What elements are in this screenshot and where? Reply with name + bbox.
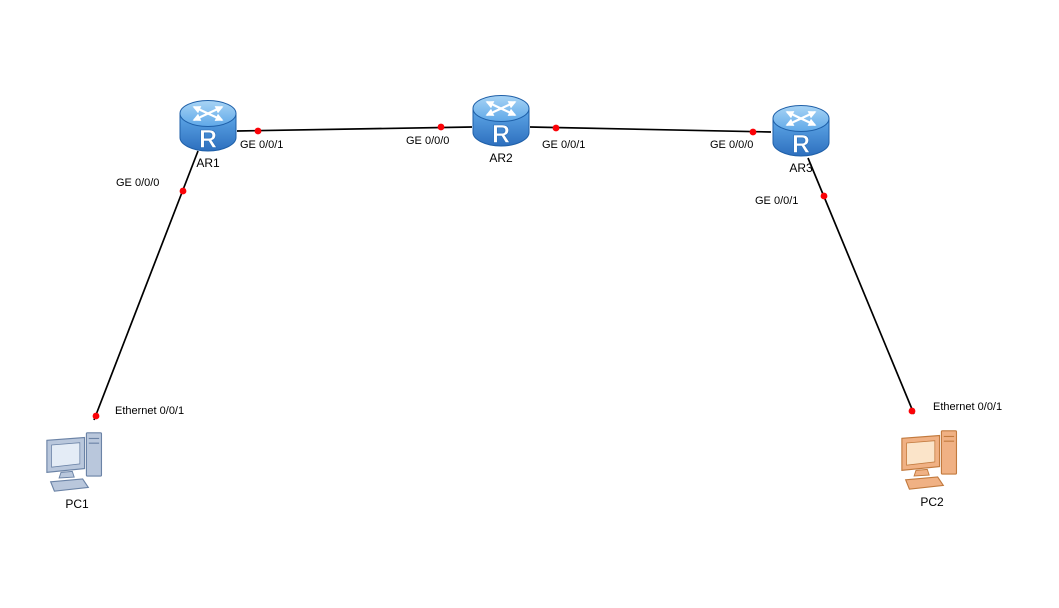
device-label-pc1: PC1 [65, 497, 89, 511]
link-endpoint-dot [179, 187, 187, 195]
router-icon: R [472, 95, 530, 149]
svg-text:R: R [492, 121, 510, 148]
link-endpoint-dot [254, 127, 262, 135]
router-icon: R [179, 100, 237, 154]
pc-pc2[interactable] [900, 426, 964, 494]
device-label-ar1: AR1 [196, 156, 220, 170]
link-endpoint-dot [749, 128, 757, 136]
link-ar1-pc1[interactable] [93, 150, 199, 421]
link-endpoint-dot [820, 192, 828, 200]
interface-label: GE 0/0/0 [116, 177, 160, 189]
link-endpoint-dot [908, 407, 916, 415]
interface-label: Ethernet 0/0/1 [933, 401, 1003, 413]
device-label-pc2: PC2 [920, 495, 944, 509]
router-icon: R [772, 105, 830, 159]
svg-text:R: R [199, 126, 217, 153]
interface-label: GE 0/0/1 [542, 139, 586, 151]
router-ar2[interactable]: R [472, 95, 530, 149]
link-ar1-ar2[interactable] [236, 126, 473, 132]
pc-pc1[interactable] [45, 428, 109, 496]
router-ar3[interactable]: R [772, 105, 830, 159]
link-endpoint-dot [437, 123, 445, 131]
interface-label: GE 0/0/1 [755, 195, 799, 207]
link-ar3-pc2[interactable] [807, 157, 915, 415]
link-ar2-ar3[interactable] [529, 126, 772, 133]
interface-label: GE 0/0/1 [240, 139, 284, 151]
pc-icon [901, 430, 958, 490]
link-endpoint-dot [552, 124, 560, 132]
device-label-ar3: AR3 [789, 161, 813, 175]
link-endpoint-dot [92, 412, 100, 420]
interface-label: GE 0/0/0 [406, 135, 450, 147]
device-label-ar2: AR2 [489, 151, 513, 165]
interface-label: GE 0/0/0 [710, 139, 754, 151]
svg-text:R: R [792, 131, 810, 158]
pc-icon [46, 432, 103, 492]
interface-label: Ethernet 0/0/1 [115, 405, 185, 417]
router-ar1[interactable]: R [179, 100, 237, 154]
